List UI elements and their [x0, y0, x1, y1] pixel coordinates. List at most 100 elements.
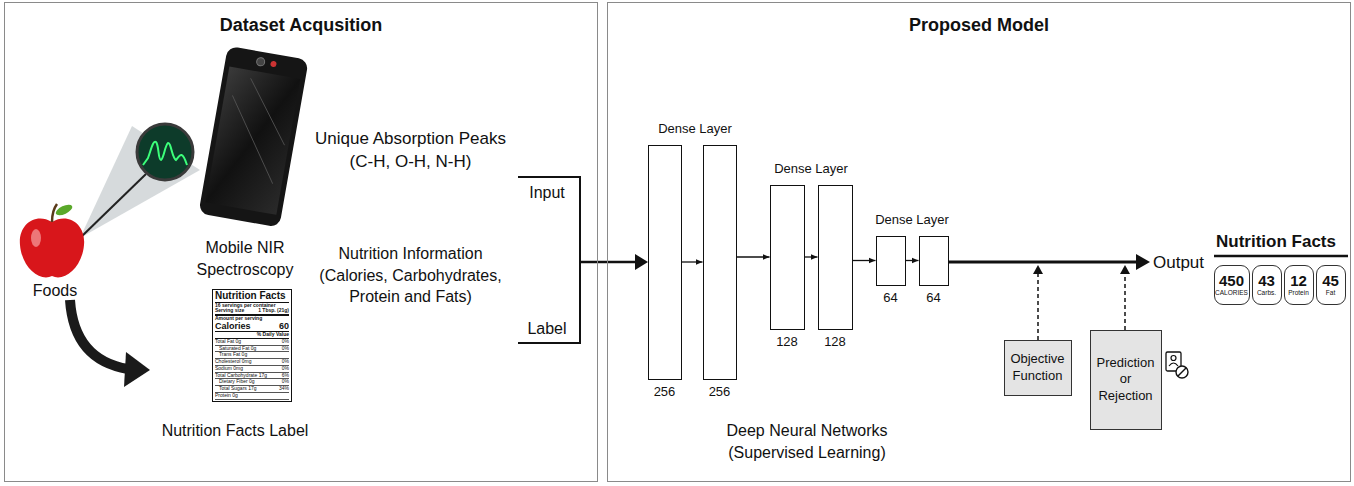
label-text: Total Fat 0g [215, 339, 241, 345]
label-text: Total Carbohydrate 17g [215, 373, 267, 379]
label-text: Serving size [215, 308, 244, 314]
phone-camera [256, 57, 265, 66]
phone-reflection [219, 95, 287, 183]
box-label: Prediction or Rejection [1094, 355, 1158, 404]
phone-sensor [270, 61, 277, 68]
nutrient-name: Protein [1288, 289, 1309, 296]
output-arrow-head [1136, 254, 1150, 270]
dashed-arrow-head [1033, 265, 1043, 274]
label-text: Trans Fat 0g [219, 352, 247, 358]
title-underline [1214, 255, 1348, 258]
curved-arrow [70, 300, 128, 369]
label-row: Trans Fat 0g [215, 352, 289, 359]
unit-count: 64 [900, 290, 968, 305]
label-text: % Daily Value [257, 332, 289, 338]
label-text: 0% [282, 366, 289, 372]
label-row: % Daily Value [215, 332, 289, 339]
dashed-arrow [1037, 273, 1039, 340]
output-label: Output [1153, 252, 1213, 275]
nutrient-name: Fat [1326, 289, 1335, 296]
item-label: Foods [25, 280, 85, 302]
item-label: Nutrition Facts Label [140, 420, 330, 442]
label-row: Total Fat 0g0% [215, 339, 289, 346]
layer-connector [682, 261, 703, 262]
layer-connector [906, 260, 919, 261]
dense-layer-box: 128 [818, 185, 853, 330]
unit-count: 128 [751, 334, 824, 349]
label-text: 0% [282, 346, 289, 352]
nutrient-value: 12 [1290, 273, 1307, 289]
unit-count: 256 [684, 384, 756, 399]
layer-label: Dense Layer [650, 120, 740, 138]
label-row: Calories 60 [215, 322, 289, 332]
label-text: 0% [282, 359, 289, 365]
label-text: Saturated Fat 0g [219, 346, 256, 352]
section-panel: Dataset Acqusition [4, 2, 598, 482]
apple [20, 203, 84, 278]
label-row: Nutrition Facts [215, 291, 289, 303]
phone-body [198, 46, 308, 228]
label-description: Nutrition Information (Calories, Carbohy… [303, 243, 518, 308]
nutrient-badge: 43Carbs. [1252, 265, 1282, 305]
label-text: 60 [279, 322, 289, 331]
input-label: Unique Absorption Peaks (C-H, O-H, N-H) [303, 128, 518, 174]
panel-title: Proposed Model [608, 15, 1350, 36]
output-arrow [949, 261, 1138, 264]
nutrient-value: 45 [1322, 273, 1339, 289]
label-text: 6% [282, 373, 289, 379]
nutrient-badge: 12Protein [1284, 265, 1314, 305]
probe-line [80, 174, 146, 238]
label-row: Protein 0g [215, 393, 289, 400]
label-text: Protein 0g [215, 393, 238, 399]
label-row: Saturated Fat 0g 0% [215, 346, 289, 353]
layer-connector [737, 256, 770, 257]
box-label: Objective Function [1008, 351, 1068, 384]
label-text: Cholesterol 0mg [215, 359, 251, 365]
apple-leaf [54, 203, 74, 218]
layer-connector [805, 256, 818, 257]
label-text: 0% [282, 379, 289, 385]
icon-body [1169, 363, 1178, 366]
label-row: Total Sugars 17g34% [215, 386, 289, 393]
input-arrow [580, 261, 638, 264]
label-row: Dietary Fiber 0g0% [215, 379, 289, 386]
device-label: Mobile NIR Spectroscopy [190, 237, 300, 280]
label-row: Cholesterol 0mg 0% [215, 359, 289, 366]
phone-screen [205, 66, 300, 214]
nutrient-value: 450 [1219, 273, 1244, 289]
label-text: 34% [279, 386, 289, 392]
layer-label: Dense Layer [867, 211, 957, 229]
phone [198, 46, 308, 228]
nutrient-name: Carbs. [1257, 289, 1276, 296]
output-title: Nutrition Facts [1216, 231, 1350, 254]
nutrition-label-card: Nutrition Facts16 servings per container… [212, 289, 292, 402]
label-text: Nutrition Facts [215, 291, 286, 302]
nutrient-name: CALORIES [1215, 289, 1248, 296]
dashed-arrow [1124, 273, 1126, 330]
phone-reflection [240, 78, 295, 145]
spectrum-curve [143, 142, 187, 165]
dense-layer-box: 64 [919, 236, 949, 286]
panel-title: Dataset Acqusition [5, 15, 597, 36]
arrow-label: Label [522, 318, 572, 340]
arrow-label: Input [522, 182, 572, 204]
label-text: Sodium 0mg [215, 366, 243, 372]
curved-arrow-head [124, 352, 150, 387]
input-arrow-head [635, 254, 648, 270]
layer-connector [853, 260, 876, 261]
process-box: Prediction or Rejection [1090, 330, 1162, 430]
apple-highlight [31, 229, 41, 247]
layer-label: Dense Layer [766, 160, 856, 178]
unit-count: 64 [857, 290, 925, 305]
label-row: Serving size1 Tbsp. (21g) [215, 308, 289, 316]
icon-head [1171, 356, 1176, 361]
label-text: Calories [215, 322, 251, 331]
apple-body [20, 219, 84, 278]
label-row: Total Carbohydrate 17g 6% [215, 373, 289, 380]
dense-layer-box: 256 [703, 145, 737, 380]
nutrient-badge: 450CALORIES [1214, 265, 1250, 305]
dense-layer-box: 256 [648, 145, 682, 380]
rejection-icon [1166, 352, 1188, 378]
model-label: Deep Neural Networks (Supervised Learnin… [712, 420, 902, 463]
merge-line [518, 177, 580, 343]
